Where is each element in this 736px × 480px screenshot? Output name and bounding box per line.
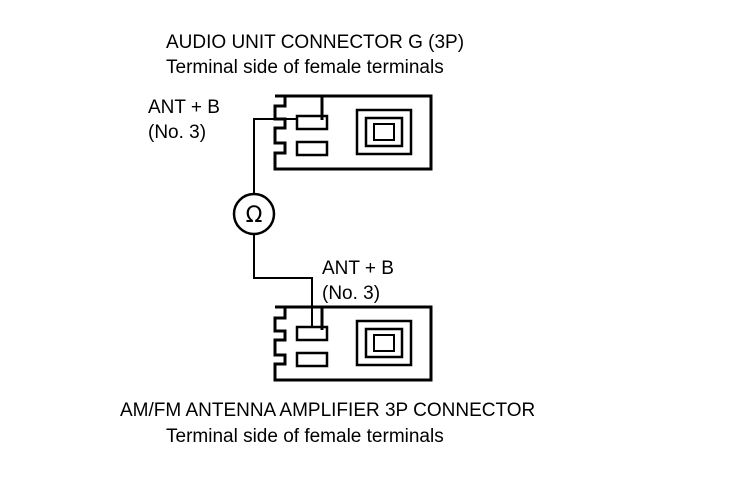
top-connector-subtitle: Terminal side of female terminals xyxy=(166,57,444,78)
ohm-symbol: Ω xyxy=(246,203,263,228)
top-pin-label: ANT + B xyxy=(148,97,220,118)
top-pin-number: (No. 3) xyxy=(148,122,207,143)
top-terminal-lower xyxy=(295,140,329,157)
top-terminal-no3 xyxy=(295,114,329,131)
ohmmeter-circle xyxy=(232,192,276,236)
top-connector-outline xyxy=(273,94,433,171)
top-connector xyxy=(273,94,433,171)
bottom-lock-inner xyxy=(373,334,395,352)
bottom-lock-outer xyxy=(355,319,413,367)
test-wire-top xyxy=(253,118,297,194)
top-lock-middle xyxy=(364,116,404,148)
bottom-pin-number: (No. 3) xyxy=(322,283,381,304)
bottom-terminal-lower xyxy=(295,351,329,368)
top-lock-inner xyxy=(373,123,395,141)
bottom-connector-title: AM/FM ANTENNA AMPLIFIER 3P CONNECTOR xyxy=(120,400,536,421)
bottom-lock-middle xyxy=(364,327,404,359)
top-lock-outer xyxy=(355,108,413,156)
bottom-connector-subtitle: Terminal side of female terminals xyxy=(166,426,444,447)
top-connector-title: AUDIO UNIT CONNECTOR G (3P) xyxy=(166,32,465,53)
bottom-pin-label: ANT + B xyxy=(322,258,394,279)
test-wire-bottom xyxy=(253,234,313,327)
bottom-connector xyxy=(273,305,433,382)
bottom-connector-outline xyxy=(273,305,433,382)
